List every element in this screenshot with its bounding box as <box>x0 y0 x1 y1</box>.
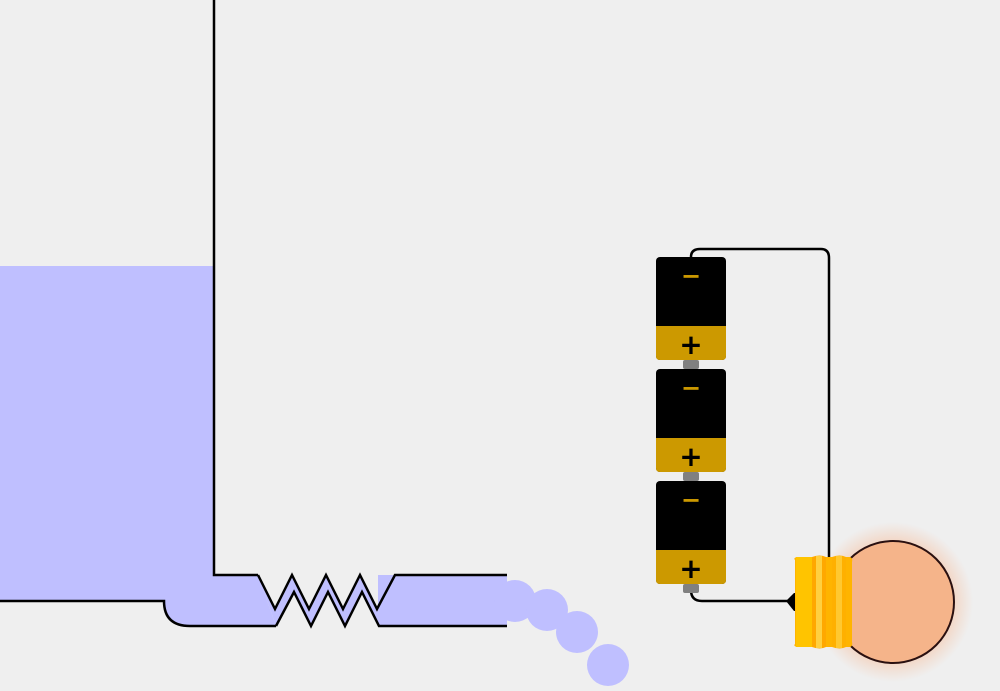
resistor-lower-wall <box>274 589 507 629</box>
battery-positive-band <box>656 550 726 584</box>
tank-right-wall <box>212 0 258 577</box>
bulb-base <box>794 555 853 649</box>
battery-negative-label: − <box>681 486 701 514</box>
battery: − + <box>656 481 726 593</box>
water-droplet <box>556 611 598 653</box>
battery-stack: − + − + − + <box>656 257 726 593</box>
pipe-water-outlet <box>378 575 507 626</box>
water-droplet <box>494 580 536 622</box>
battery-positive-label: + <box>679 552 702 585</box>
water-droplet <box>526 589 568 631</box>
pipe-water-inlet <box>164 575 276 626</box>
resistor-water <box>258 575 395 626</box>
tank-bottom-wall <box>0 599 276 628</box>
battery-positive-band <box>656 326 726 360</box>
wire-bottom <box>689 589 792 603</box>
water-analogy <box>0 0 629 686</box>
electric-circuit: − + − + − + <box>656 247 973 682</box>
bulb-contact <box>786 593 796 611</box>
resistor-upper-wall <box>256 572 507 612</box>
tank-water <box>0 266 214 602</box>
wire-top <box>689 247 831 560</box>
battery-positive-label: + <box>679 328 702 361</box>
battery-terminal-nub <box>683 584 699 593</box>
battery-positive-label: + <box>679 440 702 473</box>
battery-terminal-nub <box>683 472 699 481</box>
light-bulb <box>786 522 973 682</box>
battery-negative-label: − <box>681 374 701 402</box>
battery-negative-label: − <box>681 262 701 290</box>
water-droplets <box>494 580 629 686</box>
battery: − + <box>656 369 726 481</box>
battery: − + <box>656 257 726 369</box>
battery-positive-band <box>656 438 726 472</box>
water-droplet <box>587 644 629 686</box>
battery-terminal-nub <box>683 360 699 369</box>
